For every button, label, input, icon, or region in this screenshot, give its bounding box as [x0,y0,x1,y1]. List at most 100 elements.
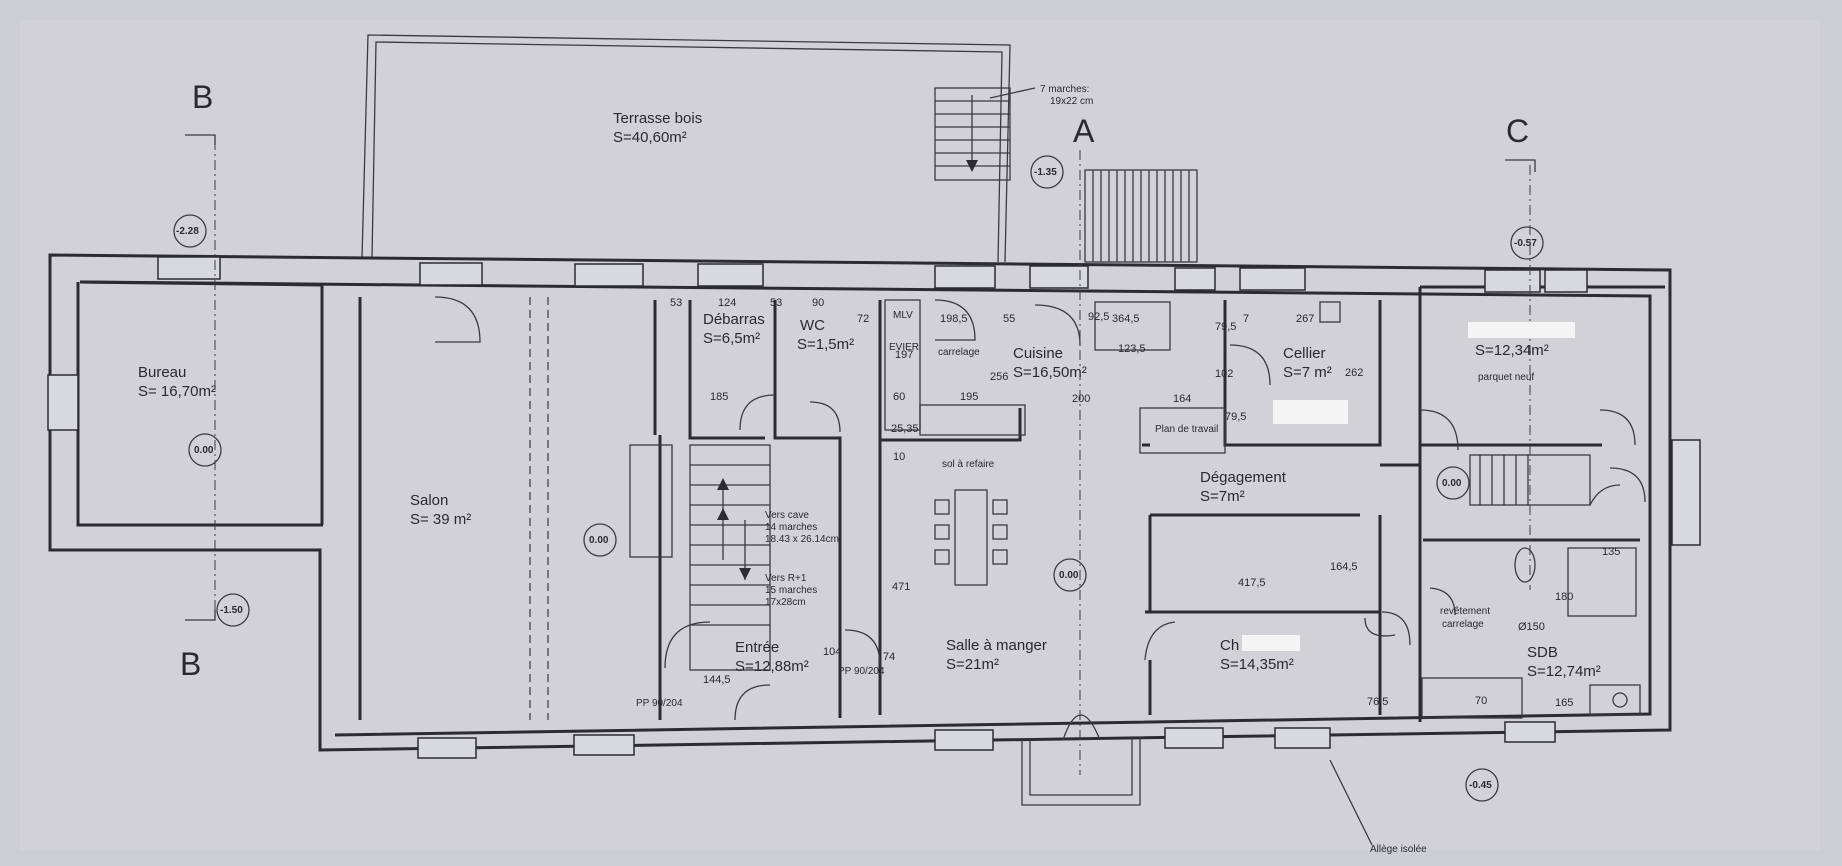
room-wc-area: S=1,5m² [797,336,854,353]
room-cuisine-area: S=16,50m² [1013,364,1087,381]
redacted-label [1468,322,1575,338]
dimension-label: 256 [990,371,1008,383]
note-vers-cave-3: 18.43 x 26.14cm [765,534,839,545]
note-mlv: MLV [893,310,913,321]
dimension-label: 197 [895,349,913,361]
dimension-label: 417,5 [1238,577,1266,589]
dimensions: 53 124 53 90 72 198,5 55 92,5 364,5 7 79… [670,297,1620,709]
level-marker: 0.00 [1059,570,1079,581]
dimension-label: 79,5 [1215,321,1236,333]
interior-walls [79,280,1665,722]
level-marker: -0.45 [1469,780,1492,791]
dimension-label: 185 [710,391,728,403]
dimension-label: 102 [1215,368,1233,380]
room-entree-area: S=12,88m² [735,658,809,675]
dimension-label: 124 [718,297,736,309]
dimension-label: 7 [1243,313,1249,325]
dimension-label: 195 [960,391,978,403]
note-pp-salon: PP 90/204 [636,698,683,709]
door-swings [434,296,1646,741]
note-sol: sol à refaire [942,459,995,470]
dimension-label: 135 [1602,546,1620,558]
dimension-label: 200 [1072,393,1090,405]
dimension-label: Ø150 [1518,621,1545,633]
room-chambre2-area: S=14,35m² [1220,656,1294,673]
room-salon-area: S= 39 m² [410,511,471,528]
dimension-label: 123,5 [1118,343,1146,355]
dimension-label: 198,5 [940,313,968,325]
note-revetement-1: revêtement [1440,606,1490,617]
redacted-label [1273,400,1348,424]
dimension-label: 53 [670,297,682,309]
redacted-label [1242,635,1300,651]
room-sdb-area: S=12,74m² [1527,663,1601,680]
section-c: C [1506,113,1529,149]
interior-stairs [629,444,1591,671]
room-wc-name: WC [800,317,825,334]
terrace [361,34,1198,263]
note-evier: EVIER [889,342,919,353]
terrace-stairs [934,87,1011,181]
dimension-label: 25,35 [891,423,919,435]
room-cellier-area: S=7 m² [1283,364,1332,381]
kitchen-counters [884,299,1341,454]
dimension-label: 92,5 [1088,311,1109,323]
note-vers-r1-3: 17x28cm [765,597,806,608]
dimension-label: 10 [893,451,905,463]
room-salle-name: Salle à manger [946,637,1047,654]
room-degagement-area: S=7m² [1200,488,1245,505]
level-marker: -1.50 [220,605,243,616]
room-terrasse-name: Terrasse bois [613,110,702,127]
bathroom-fixtures [1421,547,1641,719]
room-sdb-name: SDB [1527,644,1558,661]
level-markers: -2.28 -1.35 -0.57 0.00 0.00 0.00 0.00 -1… [173,155,1544,802]
outer-walls [48,253,1672,806]
note-terrace-stairs-dim: 19x22 cm [1050,96,1093,107]
dimension-label: 262 [1345,367,1363,379]
note-vers-r1-1: Vers R+1 [765,573,807,584]
note-parquet: parquet neuf [1478,372,1534,383]
dimension-label: 164 [1173,393,1191,405]
dimension-label: 53 [770,297,782,309]
section-b-top: B [192,79,213,115]
dimension-label: 104 [823,646,841,658]
note-vers-cave-1: Vers cave [765,510,809,521]
section-a: A [1073,113,1095,149]
room-chambre2-name: Ch [1220,637,1239,654]
room-entree-name: Entrée [735,639,779,656]
room-bureau-area: S= 16,70m² [138,383,216,400]
note-vers-cave-2: 14 marches [765,522,817,533]
room-cellier-name: Cellier [1283,345,1326,362]
dimension-label: 60 [893,391,905,403]
dimension-label: 165 [1555,697,1573,709]
note-pp-entree: PP 90/204 [838,666,885,677]
windows [47,256,1701,759]
room-bureau-name: Bureau [138,364,186,381]
dimension-label: 76,5 [1367,696,1388,708]
note-vers-r1-2: 15 marches [765,585,817,596]
dimension-label: 180 [1555,591,1573,603]
dimension-label: 74 [883,651,895,663]
room-chambre1-area: S=12,34m² [1475,342,1549,359]
note-carrelage: carrelage [938,347,980,358]
dimension-label: 79,5 [1225,411,1246,423]
reference-lines [185,134,1536,846]
room-debarras-name: Débarras [703,311,765,328]
dimension-label: 72 [857,313,869,325]
room-degagement-name: Dégagement [1200,469,1287,486]
dimension-label: 55 [1003,313,1015,325]
dimension-label: 144,5 [703,674,731,686]
dimension-label: 471 [892,581,910,593]
room-terrasse-area: S=40,60m² [613,129,687,146]
room-cuisine-name: Cuisine [1013,345,1063,362]
note-revetement-2: carrelage [1442,619,1484,630]
level-marker: -2.28 [176,226,199,237]
room-salle-area: S=21m² [946,656,999,673]
section-b-bottom: B [180,646,201,682]
note-allege: Allège isolée [1370,844,1427,855]
dimension-label: 364,5 [1112,313,1140,325]
level-marker: -1.35 [1034,167,1057,178]
dimension-label: 90 [812,297,824,309]
room-salon-name: Salon [410,492,448,509]
